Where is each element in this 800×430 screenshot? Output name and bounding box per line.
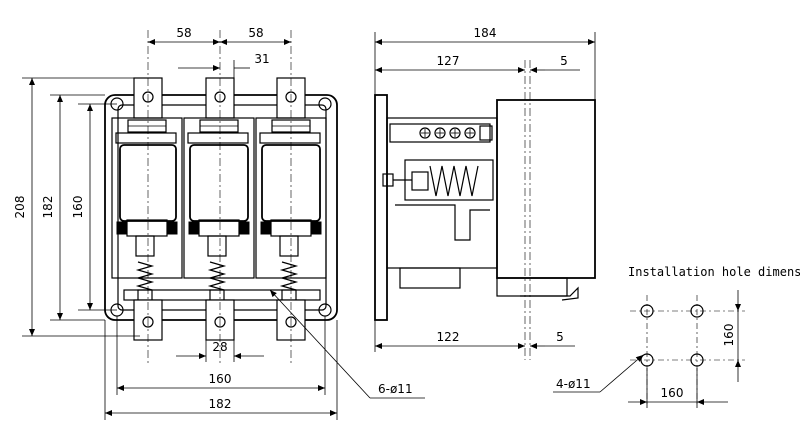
dim-bottom-depth: 122 xyxy=(437,330,460,344)
front-hole-callout: 6-ø11 xyxy=(269,289,425,399)
front-top-dimensions: 58 58 31 xyxy=(148,26,291,78)
dim-bottom-offset: 5 xyxy=(556,330,564,344)
front-bottom-dimensions: 28 160 182 xyxy=(104,316,338,420)
dim-terminal-offset: 31 xyxy=(254,52,269,66)
dim-terminal-width: 28 xyxy=(212,340,227,354)
dim-inner-height: 160 xyxy=(71,196,85,219)
front-left-dimensions: 208 182 160 xyxy=(13,77,140,337)
dim-overall-height: 208 xyxy=(13,196,27,219)
top-terminals xyxy=(133,77,306,119)
install-dim-vertical: 160 xyxy=(722,324,736,347)
dim-overall-width: 182 xyxy=(209,397,232,411)
side-mounting-plate xyxy=(374,94,388,321)
dim-pitch-right: 58 xyxy=(248,26,263,40)
dim-top-offset: 5 xyxy=(560,54,568,68)
dim-top-depth: 127 xyxy=(437,54,460,68)
bottom-crossbar xyxy=(123,289,321,301)
pole-left xyxy=(111,117,183,303)
side-top-dimensions: 184 127 5 xyxy=(374,26,596,100)
pole-center xyxy=(183,117,255,303)
side-terminal-screws xyxy=(389,123,493,143)
dim-overall-depth: 184 xyxy=(474,26,497,40)
front-hole-callout-text: 6-ø11 xyxy=(378,382,413,396)
front-view: 58 58 31 208 182 160 xyxy=(13,26,425,420)
dim-mount-height: 182 xyxy=(41,196,55,219)
dim-pitch-left: 58 xyxy=(176,26,191,40)
install-hole-callout: 4-ø11 xyxy=(556,377,591,391)
installation-title: Installation hole dimension xyxy=(628,265,800,279)
installation-pattern: Installation hole dimension 160 160 4-ø1… xyxy=(553,265,800,408)
side-bottom-dimensions: 122 5 xyxy=(374,320,575,352)
side-housing xyxy=(496,99,596,279)
side-linkage xyxy=(395,204,579,301)
side-spring xyxy=(382,159,494,201)
side-view: 184 127 5 122 5 xyxy=(374,26,596,360)
installation-holes xyxy=(640,304,704,367)
dim-mount-width: 160 xyxy=(209,372,232,386)
install-dim-horizontal: 160 xyxy=(661,386,684,400)
bottom-terminals xyxy=(133,299,306,341)
